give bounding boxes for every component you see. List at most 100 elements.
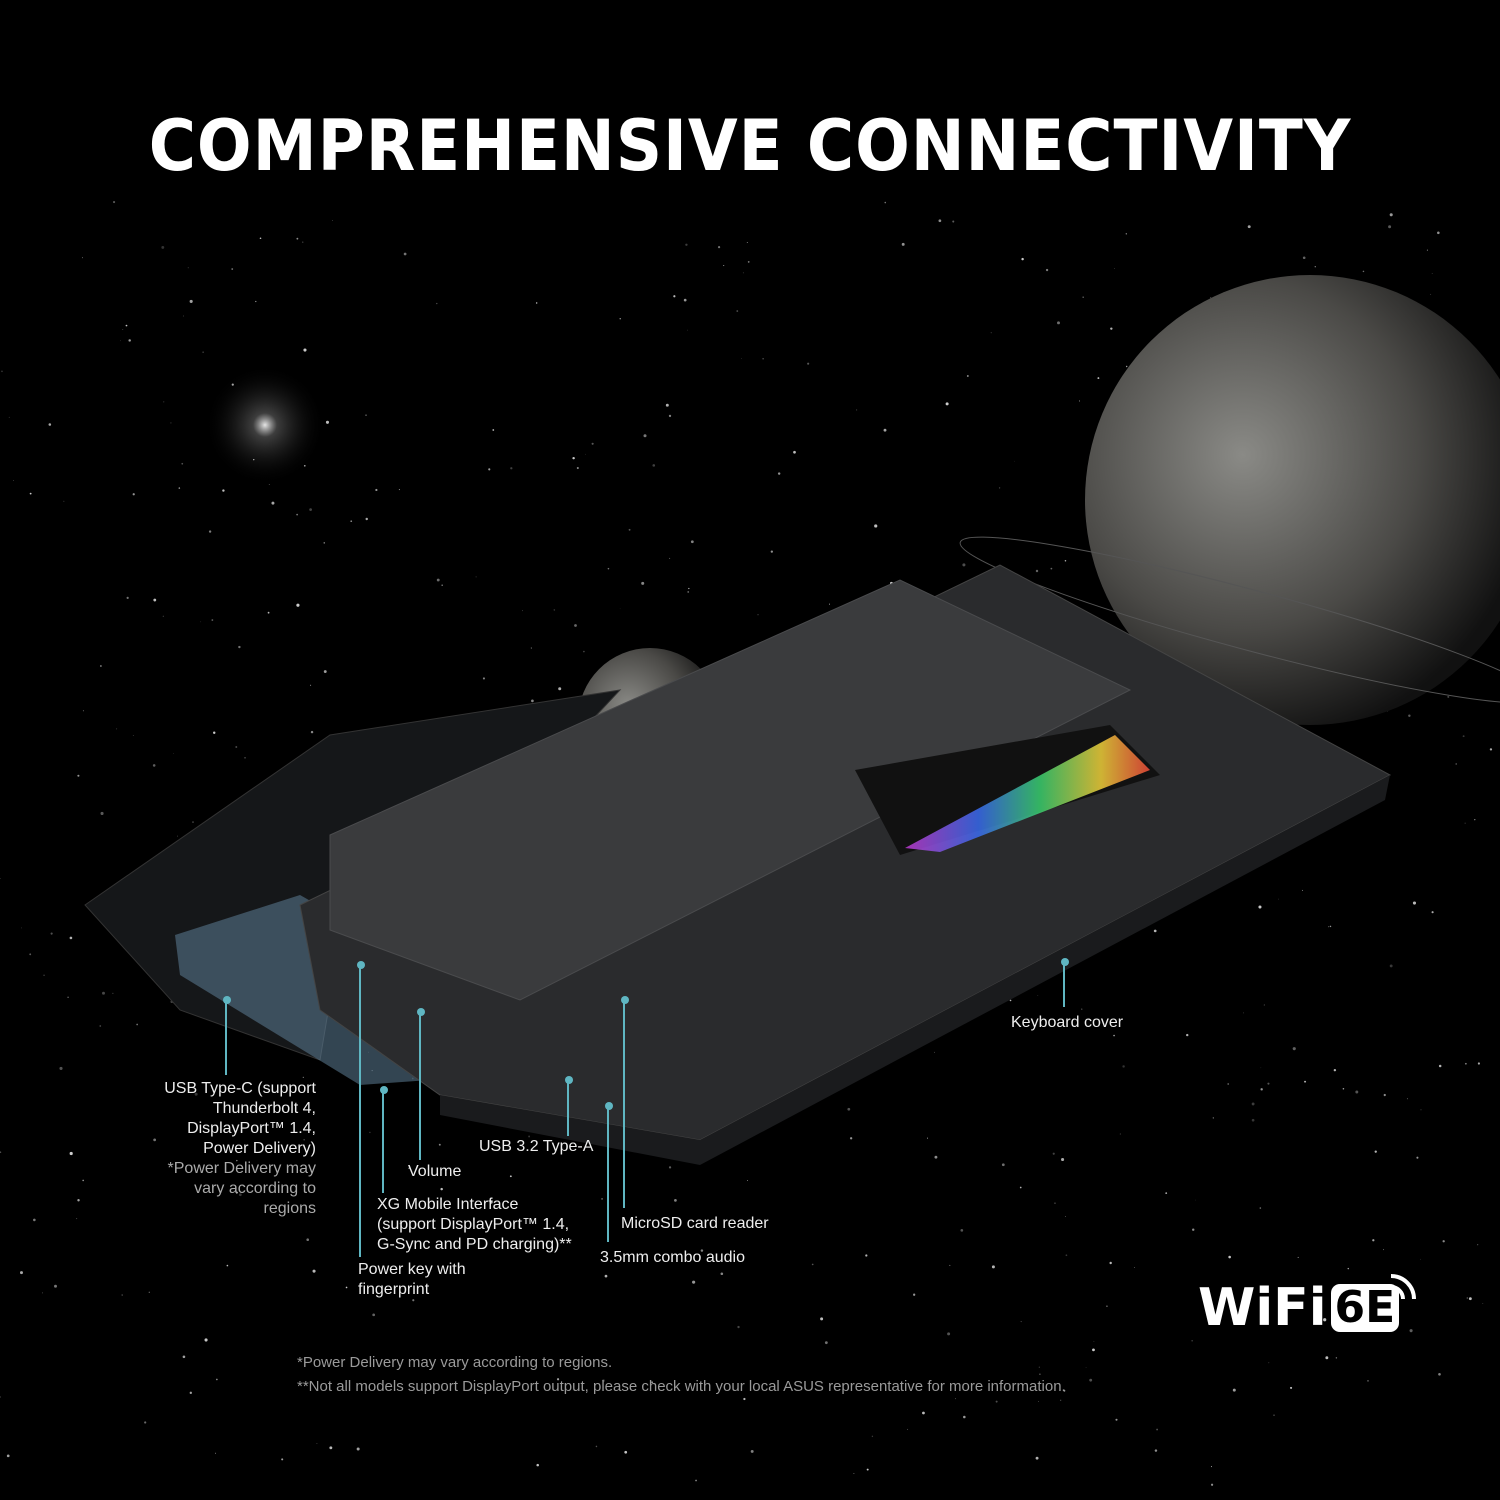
star (1, 370, 3, 373)
star (692, 1280, 696, 1284)
star (125, 324, 128, 327)
star (182, 315, 184, 317)
star (189, 1391, 192, 1395)
star (1273, 1414, 1275, 1417)
callout-dot (357, 961, 365, 969)
star (54, 1284, 57, 1288)
star (1119, 1133, 1121, 1135)
star (192, 821, 194, 824)
star (77, 1199, 80, 1202)
star (1362, 270, 1365, 273)
star (112, 992, 114, 995)
star (1014, 460, 1015, 462)
star (556, 1378, 560, 1381)
star (398, 489, 400, 491)
star (187, 267, 189, 269)
star (323, 670, 327, 673)
callout-dot (605, 1102, 613, 1110)
star (153, 1138, 157, 1142)
star (793, 450, 796, 454)
star (1416, 1156, 1419, 1159)
star (194, 1092, 198, 1096)
star (847, 1107, 851, 1111)
star (1079, 400, 1081, 402)
star (310, 684, 312, 686)
star (1464, 822, 1466, 824)
callout-line-usba (567, 1080, 569, 1136)
star (907, 1428, 909, 1431)
star (1064, 559, 1067, 562)
star (1125, 365, 1128, 368)
star (1089, 1378, 1093, 1382)
star (572, 456, 575, 460)
star (1430, 293, 1432, 295)
star (310, 730, 314, 734)
star (1388, 225, 1392, 229)
star (100, 811, 104, 815)
star (531, 699, 534, 703)
star (1065, 1254, 1068, 1257)
label-keyboard-cover: Keyboard cover (1011, 1014, 1124, 1031)
star (475, 576, 477, 578)
star (991, 1265, 995, 1269)
star (668, 414, 672, 418)
star (669, 557, 671, 559)
star (488, 468, 491, 471)
star (685, 243, 688, 246)
star (1054, 1202, 1056, 1204)
star (628, 528, 631, 531)
star (0, 1151, 2, 1154)
star (412, 1299, 415, 1302)
star (720, 1272, 724, 1276)
star (215, 1452, 217, 1454)
star (1477, 1062, 1481, 1065)
star (1408, 714, 1411, 717)
star (1372, 1239, 1375, 1242)
star (700, 1249, 704, 1252)
star (1442, 1240, 1445, 1243)
star (1081, 1008, 1083, 1010)
star (238, 645, 241, 649)
star (1292, 1047, 1296, 1051)
star (652, 464, 656, 467)
star (1085, 1367, 1087, 1369)
star (1020, 1321, 1022, 1323)
star (403, 252, 407, 256)
star (1314, 266, 1316, 268)
star (1035, 569, 1039, 573)
star (619, 318, 621, 320)
star (76, 1218, 78, 1220)
star (112, 200, 116, 204)
star (1468, 1297, 1472, 1301)
star (1097, 377, 1100, 380)
star (674, 1198, 677, 1202)
star (1228, 1255, 1231, 1259)
star (683, 298, 687, 302)
callout-dot (621, 996, 629, 1004)
footnote-2: **Not all models support DisplayPort out… (297, 1378, 1066, 1395)
star (1052, 1152, 1055, 1155)
star (865, 1254, 868, 1257)
star (604, 1274, 608, 1278)
star (302, 1076, 304, 1079)
star (1347, 1267, 1350, 1270)
callout-dot (417, 1008, 425, 1016)
star (1122, 1065, 1125, 1068)
star (121, 1294, 123, 1296)
star (21, 927, 23, 929)
star (372, 1313, 376, 1317)
star (6, 1454, 10, 1458)
star (356, 1447, 360, 1451)
star (244, 756, 246, 759)
star (1039, 1373, 1041, 1375)
star (933, 1051, 935, 1053)
star (119, 340, 121, 342)
star (1323, 1318, 1327, 1322)
star (874, 524, 878, 528)
star (1325, 1356, 1329, 1360)
star (949, 1264, 951, 1266)
star (530, 647, 532, 649)
star (296, 603, 300, 607)
star (1243, 1012, 1244, 1014)
